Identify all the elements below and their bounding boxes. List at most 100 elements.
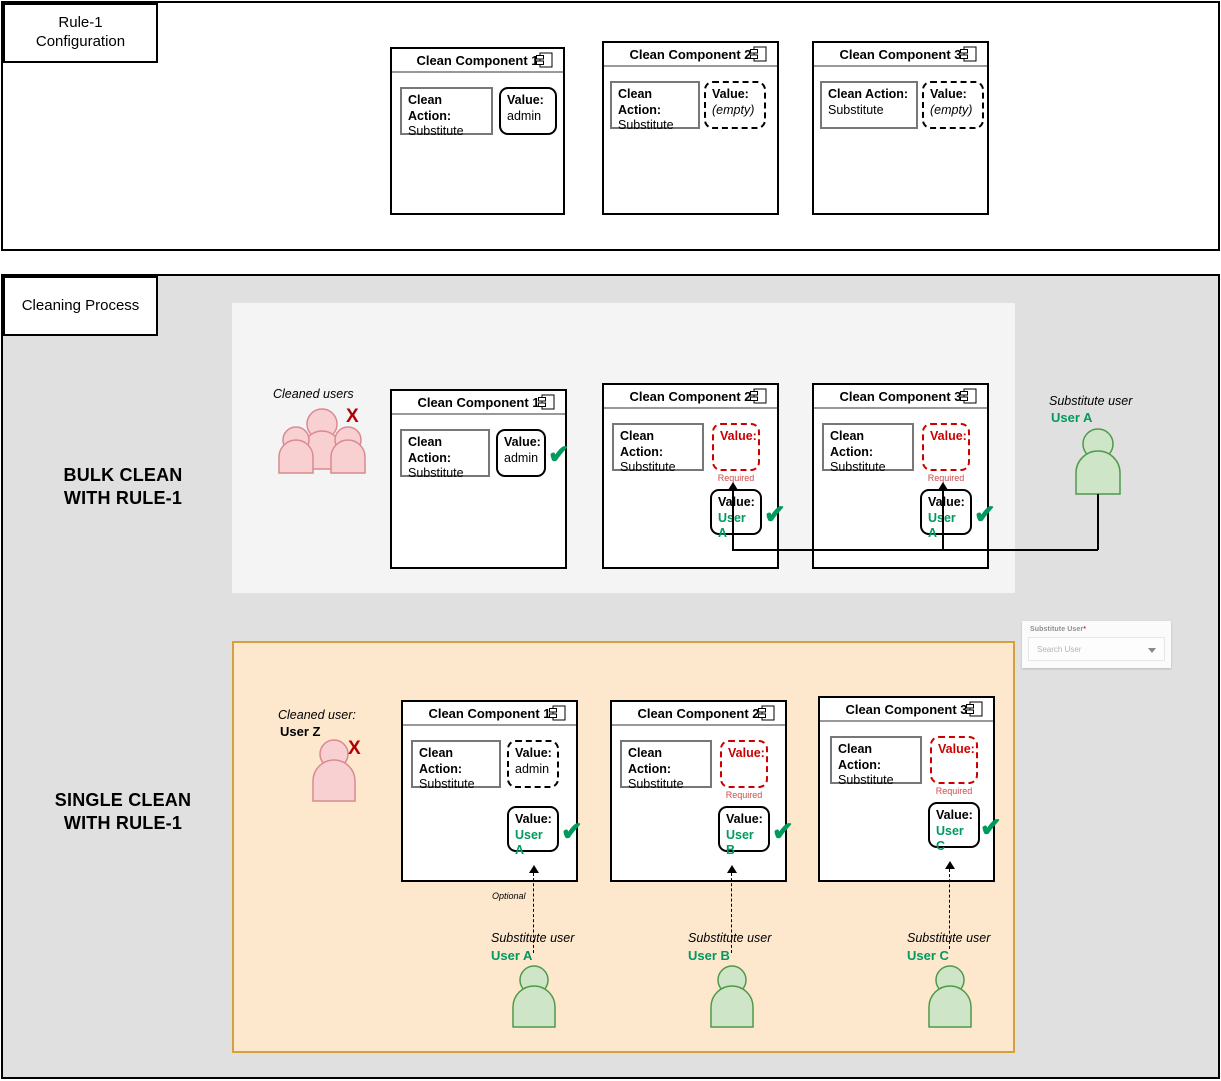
- search-user-placeholder: Search User: [1037, 645, 1082, 654]
- clean-action-box: Clean Action: Substitute: [830, 736, 922, 787]
- value-text: (empty): [930, 102, 973, 117]
- clean-action-value: Substitute: [828, 102, 884, 117]
- value-box: Value: (empty): [922, 81, 984, 129]
- clean-action-label: Clean Action:: [830, 429, 874, 459]
- single-component-2: Clean Component 2 Clean Action: Substitu…: [610, 700, 794, 882]
- rule-configuration-section: Rule-1 Configuration Clean Component 1 C…: [1, 1, 1220, 251]
- component-header: Clean Component 2: [612, 702, 785, 726]
- bulk-substitute-user-icon: [1071, 426, 1125, 498]
- optional-connector-note: Optional: [492, 891, 526, 901]
- uml-component-icon: [758, 705, 775, 721]
- required-note: Required: [717, 473, 755, 483]
- clean-action-box: Clean Action: Substitute: [400, 429, 490, 480]
- component-title: Clean Component 3: [839, 46, 962, 62]
- clean-action-box: Clean Action: Substitute: [411, 740, 501, 791]
- component-title: Clean Component 1: [417, 394, 540, 410]
- single-arrowhead-comp3: [945, 861, 955, 869]
- single-clean-title: SINGLE CLEAN WITH RULE-1: [54, 790, 192, 834]
- bulk-component-3: Clean Component 3 Clean Action: Substitu…: [812, 383, 996, 569]
- value-check-icon: ✔: [561, 816, 583, 846]
- substituted-value-box: Value: User A: [920, 489, 972, 540]
- bulk-component-1: Clean Component 1 Clean Action: Substitu…: [390, 389, 570, 569]
- single-substitute-user-icon-1: [509, 963, 559, 1031]
- clean-action-label: Clean Action:: [419, 746, 463, 776]
- bulk-connector-horizontal: [732, 549, 1098, 551]
- clean-action-label: Clean Action:: [618, 87, 662, 117]
- value-check-icon: ✔: [980, 812, 1002, 842]
- single-connector-comp1: [533, 873, 534, 953]
- component-header: Clean Component 2: [604, 43, 777, 67]
- search-user-input[interactable]: Search User: [1028, 637, 1165, 661]
- component-body: Clean Action: Substitute Value: Required…: [604, 409, 786, 567]
- component-title: Clean Component 2: [629, 388, 752, 404]
- value-required-box: Value:: [720, 740, 768, 788]
- value-label: Value:: [936, 808, 973, 822]
- single-substitute-user-name-3: User C: [907, 948, 949, 963]
- chevron-down-icon[interactable]: [1148, 648, 1156, 653]
- single-connector-comp2: [731, 873, 732, 953]
- required-note: Required: [935, 786, 973, 796]
- uml-component-icon: [750, 46, 767, 62]
- value-label: Value:: [728, 746, 765, 760]
- bulk-component-2: Clean Component 2 Clean Action: Substitu…: [602, 383, 786, 569]
- value-box: Value: admin: [499, 87, 557, 135]
- clean-action-value: Substitute: [419, 777, 475, 792]
- value-check-icon: ✔: [772, 816, 794, 846]
- value-box: Value: (empty): [704, 81, 766, 129]
- single-substitute-user-icon-3: [925, 963, 975, 1031]
- single-component-1: Clean Component 1 Clean Action: Substitu…: [401, 700, 583, 882]
- config-component-3: Clean Component 3 Clean Action: Substitu…: [812, 41, 989, 215]
- clean-action-label: Clean Action:: [628, 746, 672, 776]
- bulk-substitute-user-name: User A: [1051, 410, 1093, 425]
- uml-component-icon: [536, 52, 553, 68]
- substituted-value-box: Value: User A: [710, 489, 762, 540]
- substituted-value-box: Value: User C: [928, 802, 980, 853]
- clean-action-value: Substitute: [628, 777, 684, 792]
- substitute-user-search-widget[interactable]: Substitute User* Search User: [1022, 621, 1171, 668]
- component-title: Clean Component 1: [416, 52, 539, 68]
- uml-component-icon: [549, 705, 566, 721]
- single-substitute-user-name-2: User B: [688, 948, 730, 963]
- component-body: Clean Action: Substitute Value: Required…: [820, 722, 1002, 880]
- value-label: Value:: [712, 87, 749, 101]
- component-header: Clean Component 1: [392, 391, 565, 415]
- clean-action-label: Clean Action:: [408, 435, 452, 465]
- bulk-arrowhead-comp3: [938, 482, 948, 490]
- value-label: Value:: [718, 495, 755, 509]
- clean-action-label: Clean Action:: [620, 429, 664, 459]
- section-label-cleaning-process: Cleaning Process: [3, 276, 158, 336]
- value-text: User A: [718, 511, 746, 541]
- value-required-box: Value:: [712, 423, 760, 471]
- value-text: User C: [936, 823, 964, 854]
- cleaned-user-label: Cleaned user:: [278, 708, 356, 722]
- clean-action-box: Clean Action: Substitute: [822, 423, 914, 474]
- cleaning-process-label-text: Cleaning Process: [21, 296, 140, 314]
- bulk-connector-vertical-comp2: [732, 490, 734, 550]
- substituted-value-box: Value: User B: [718, 806, 770, 857]
- clean-action-box: Clean Action: Substitute: [820, 81, 918, 129]
- clean-action-value: Substitute: [838, 773, 894, 788]
- value-box: Value: admin: [507, 740, 559, 788]
- single-substitute-user-icon-2: [707, 963, 757, 1031]
- single-clean-panel: Cleaned user: User Z X Clean Component 1: [232, 641, 1015, 1053]
- value-text: User A: [928, 511, 956, 541]
- config-component-2: Clean Component 2 Clean Action: Substitu…: [602, 41, 779, 215]
- value-box: Value: admin: [496, 429, 546, 477]
- uml-component-icon: [538, 394, 555, 410]
- value-check-icon: ✔: [974, 499, 996, 529]
- bulk-arrowhead-comp2: [728, 482, 738, 490]
- component-header: Clean Component 1: [392, 49, 563, 73]
- section-label-rule-configuration: Rule-1 Configuration: [3, 3, 158, 63]
- uml-component-icon: [966, 701, 983, 717]
- component-header: Clean Component 3: [820, 698, 993, 722]
- clean-action-box: Clean Action: Substitute: [610, 81, 700, 132]
- clean-action-value: Substitute: [620, 460, 676, 475]
- value-label: Value:: [930, 87, 967, 101]
- value-text: User B: [726, 827, 754, 858]
- cleaned-user-name: User Z: [280, 724, 321, 739]
- value-label: Value:: [938, 742, 975, 756]
- single-substitute-user-label-2: Substitute user: [688, 931, 772, 945]
- component-body: Clean Action: Substitute Value: (empty): [814, 67, 987, 213]
- bulk-connector-vertical-comp3: [942, 490, 944, 550]
